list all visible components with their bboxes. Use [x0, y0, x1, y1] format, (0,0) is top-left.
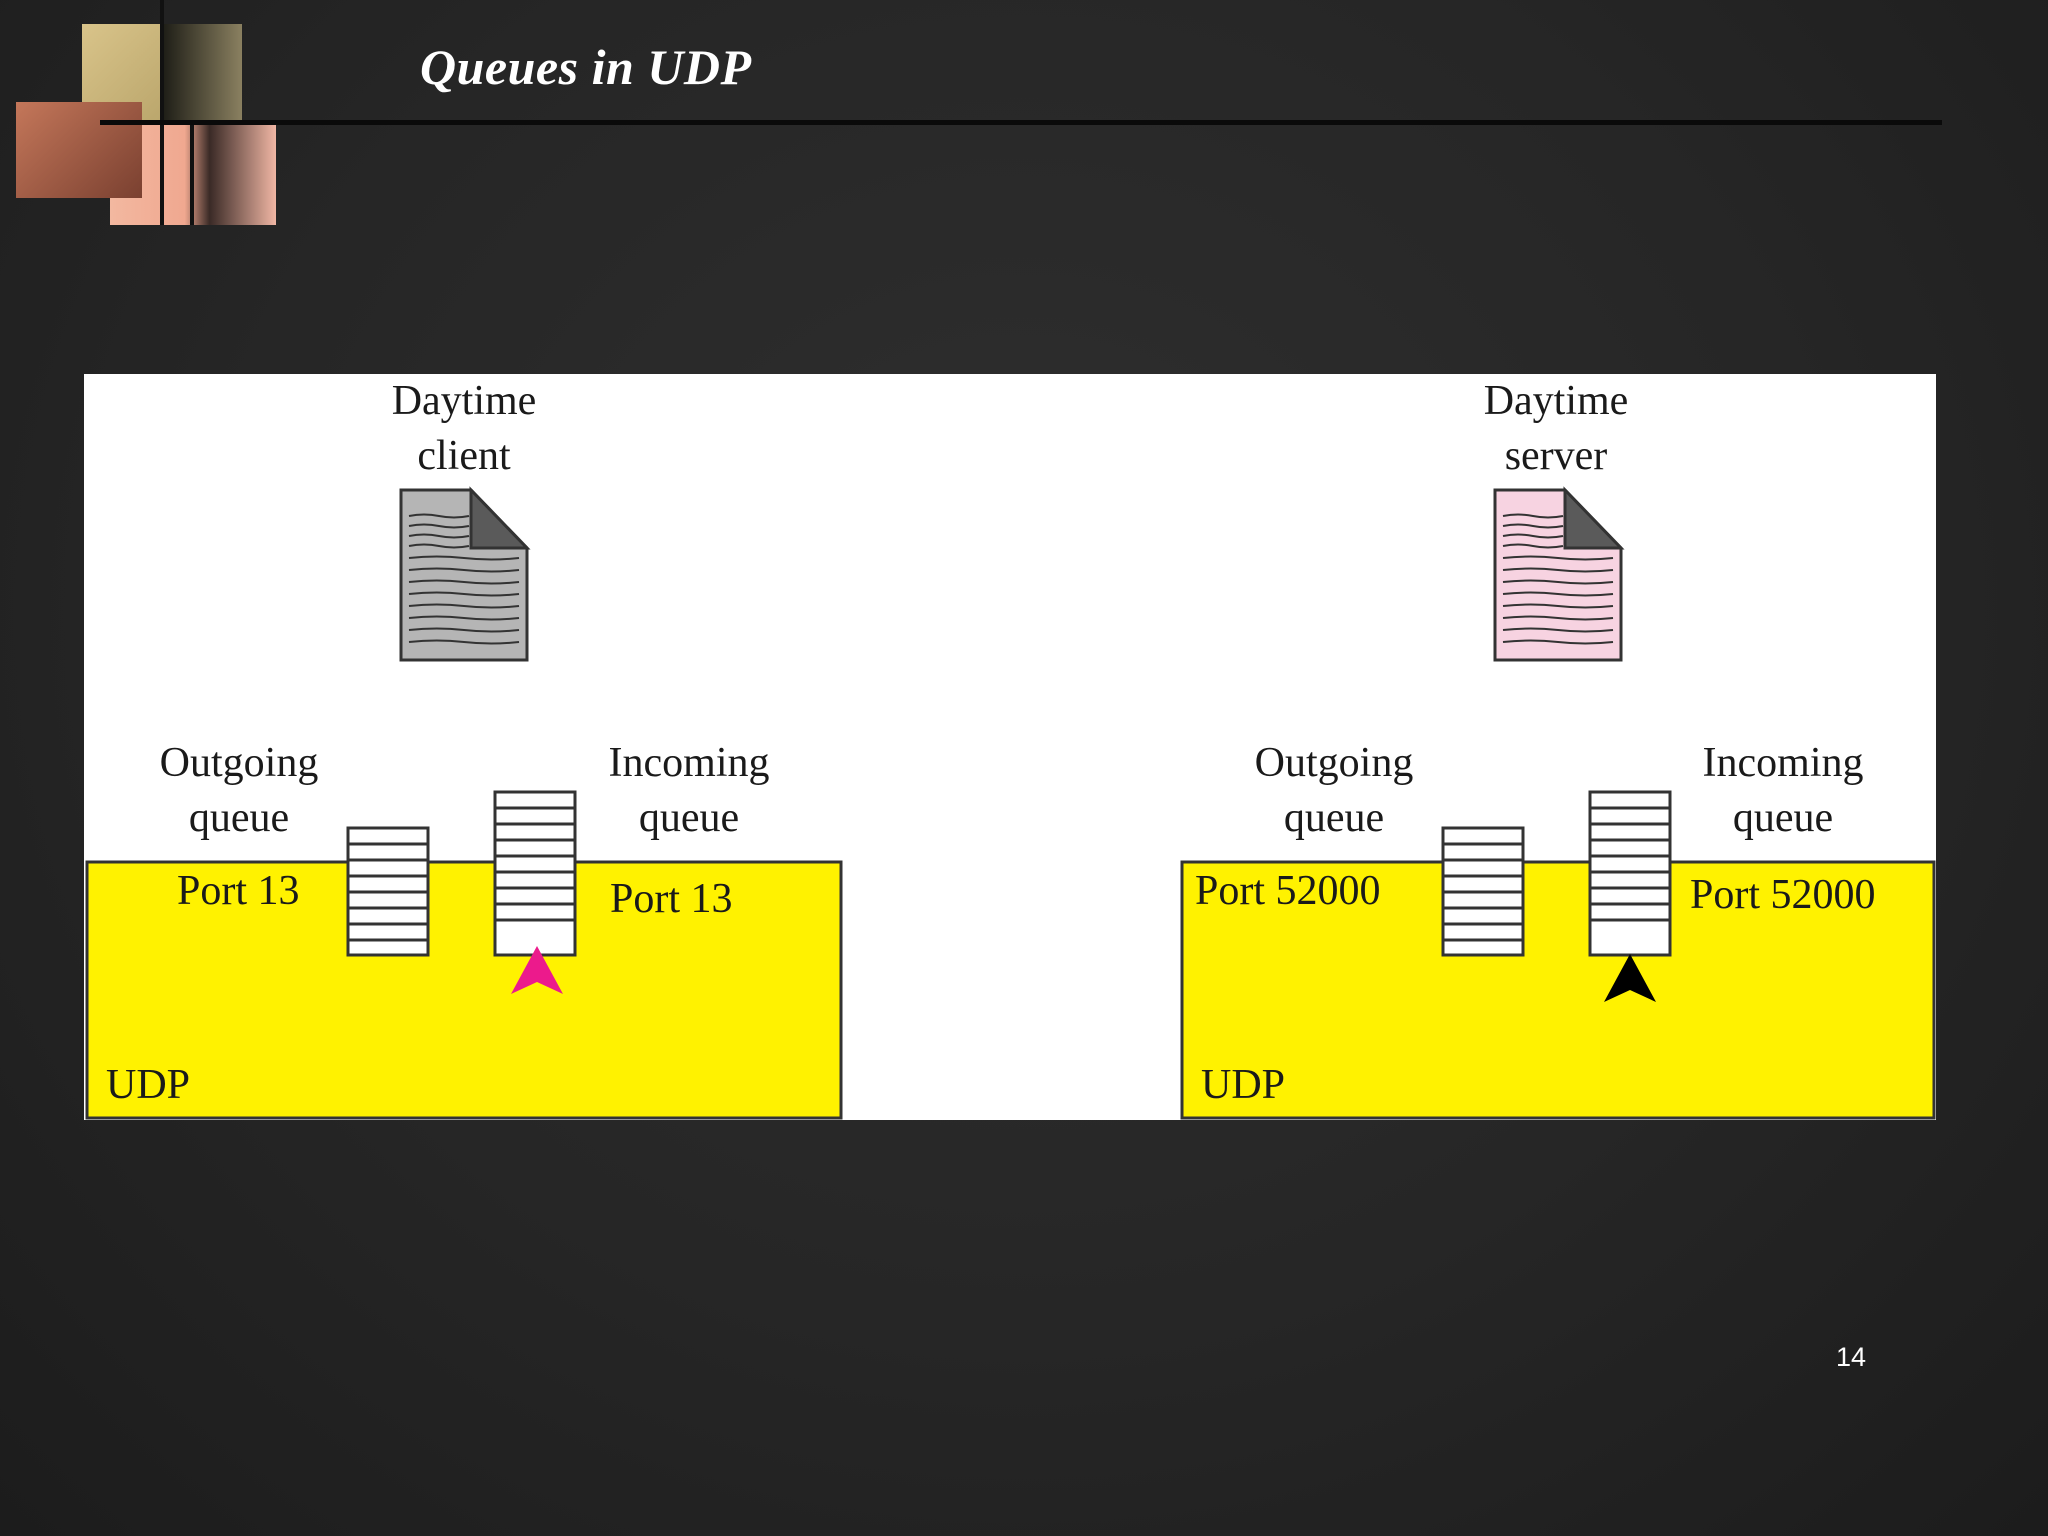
- client-process-label-line2: client: [417, 433, 511, 479]
- server-process-label-line2: server: [1505, 433, 1608, 479]
- server-incoming-queue: [1588, 790, 1672, 957]
- slide-title: Queues in UDP: [420, 39, 752, 95]
- server-incoming-port-label: Port 52000: [1690, 872, 1876, 918]
- server-outgoing-queue-label-line2: queue: [1284, 795, 1384, 841]
- page-number: 14: [1836, 1342, 1867, 1372]
- client-udp-box: [85, 860, 843, 1120]
- server-process-label-line1: Daytime: [1484, 378, 1629, 424]
- client-outgoing-queue-label-line1: Outgoing: [160, 740, 319, 786]
- server-incoming-queue-label-line2: queue: [1733, 795, 1833, 841]
- client-incoming-port-label: Port 13: [610, 876, 733, 922]
- client-arrowhead: [511, 946, 563, 994]
- udp-queues-diagram: Daytime client Outgoing queue Incoming q…: [84, 374, 1936, 1120]
- client-document-icon: [399, 486, 531, 662]
- client-incoming-queue-label-line2: queue: [639, 795, 739, 841]
- decor-square-dark: [160, 24, 242, 124]
- title-rule: [100, 120, 1942, 125]
- client-outgoing-port-label: Port 13: [177, 868, 300, 914]
- server-host: Daytime server Outgoing queue Incoming q…: [1180, 378, 1936, 1120]
- server-udp-box: [1180, 860, 1936, 1120]
- server-outgoing-queue-label-line1: Outgoing: [1255, 740, 1414, 786]
- server-arrowhead: [1604, 954, 1656, 1002]
- server-outgoing-port-label: Port 52000: [1195, 868, 1381, 914]
- decor-square-copper: [16, 102, 142, 198]
- client-host: Daytime client Outgoing queue Incoming q…: [85, 378, 843, 1120]
- server-outgoing-queue: [1441, 826, 1525, 957]
- client-process-label-line1: Daytime: [392, 378, 537, 424]
- decor-vertical-line-2: [190, 120, 194, 225]
- decor-vertical-line: [160, 0, 164, 225]
- client-incoming-queue: [493, 790, 577, 957]
- server-document-icon: [1493, 486, 1625, 662]
- client-incoming-queue-label-line1: Incoming: [609, 740, 770, 786]
- client-outgoing-queue-label-line2: queue: [189, 795, 289, 841]
- client-udp-label: UDP: [106, 1062, 190, 1108]
- server-incoming-queue-label-line1: Incoming: [1703, 740, 1864, 786]
- client-outgoing-queue: [346, 826, 430, 957]
- server-udp-label: UDP: [1201, 1062, 1285, 1108]
